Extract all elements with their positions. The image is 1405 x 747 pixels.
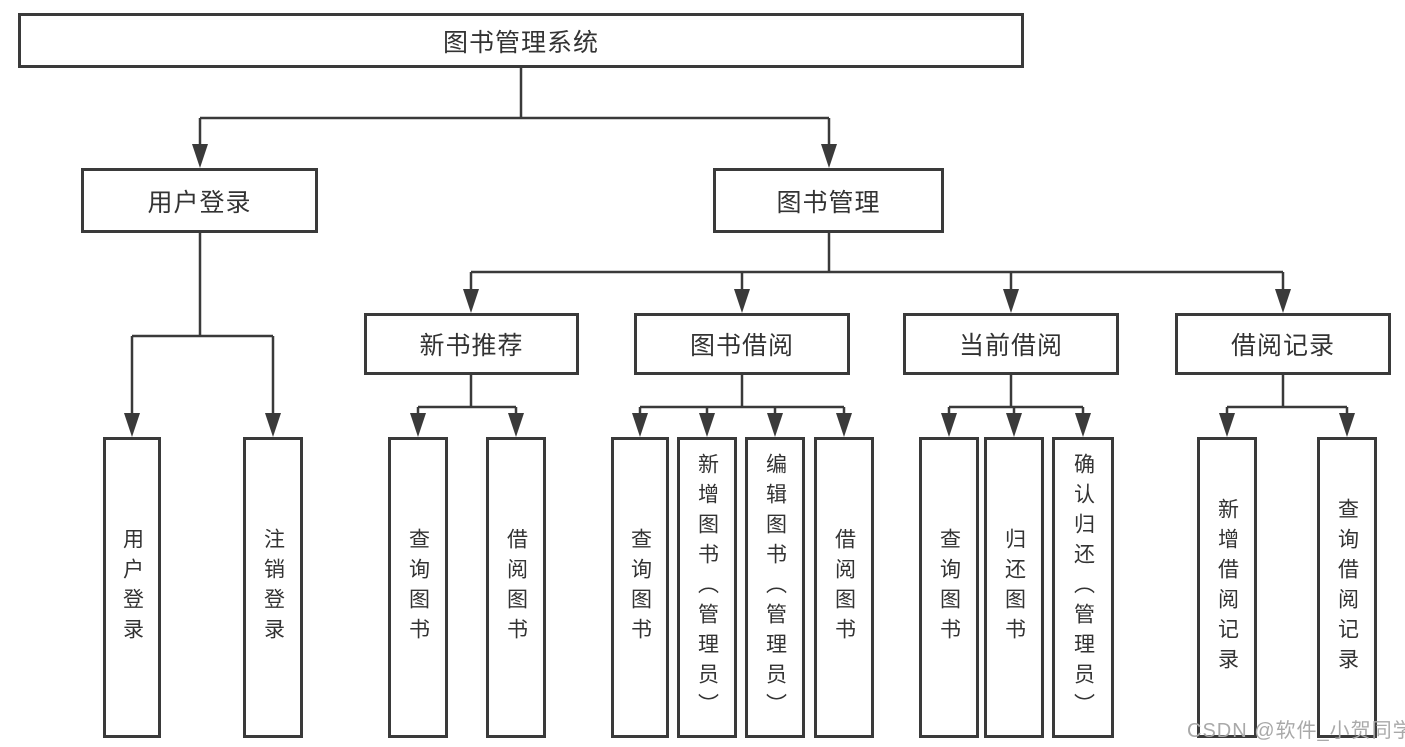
leaf-add-book-admin: 新增图书（管理员） xyxy=(677,437,737,738)
leaf-return-books-label: 归还图书 xyxy=(1002,527,1026,648)
node-root-label: 图书管理系统 xyxy=(442,28,599,57)
node-user-login: 用户登录 xyxy=(81,168,318,233)
leaf-user-login: 用户登录 xyxy=(103,437,161,738)
csdn-watermark: CSDN @软件_小贺同学 xyxy=(1187,720,1405,742)
node-borrowing-records: 借阅记录 xyxy=(1175,313,1391,375)
leaf-query-books-borrowing: 查询图书 xyxy=(611,437,669,738)
leaf-query-books-recommend: 查询图书 xyxy=(388,437,448,738)
node-new-book-recommend: 新书推荐 xyxy=(364,313,579,375)
leaf-borrow-books-recommend-label: 借阅图书 xyxy=(504,527,528,648)
leaf-logout: 注销登录 xyxy=(243,437,303,738)
leaf-add-book-admin-label: 新增图书（管理员） xyxy=(695,452,719,723)
leaf-edit-book-admin-label: 编辑图书（管理员） xyxy=(763,452,787,723)
node-new-book-recommend-label: 新书推荐 xyxy=(419,332,524,360)
leaf-query-books-borrowing-label: 查询图书 xyxy=(628,527,652,648)
leaf-query-books-recommend-label: 查询图书 xyxy=(406,527,430,648)
leaf-add-borrow-record-label: 新增借阅记录 xyxy=(1215,497,1239,678)
leaf-borrow-books: 借阅图书 xyxy=(814,437,874,738)
node-book-management-label: 图书管理 xyxy=(776,188,881,217)
leaf-add-borrow-record: 新增借阅记录 xyxy=(1197,437,1257,738)
leaf-borrow-books-recommend: 借阅图书 xyxy=(486,437,546,738)
node-book-management: 图书管理 xyxy=(713,168,944,233)
leaf-query-books-current-label: 查询图书 xyxy=(937,527,961,648)
leaf-borrow-books-label: 借阅图书 xyxy=(832,527,856,648)
leaf-query-books-current: 查询图书 xyxy=(919,437,979,738)
leaf-edit-book-admin: 编辑图书（管理员） xyxy=(745,437,805,738)
leaf-return-books: 归还图书 xyxy=(984,437,1044,738)
leaf-confirm-return-admin: 确认归还（管理员） xyxy=(1052,437,1114,738)
node-current-borrowing-label: 当前借阅 xyxy=(958,332,1063,360)
leaf-confirm-return-admin-label: 确认归还（管理员） xyxy=(1071,452,1095,723)
node-current-borrowing: 当前借阅 xyxy=(903,313,1119,375)
leaf-query-borrow-record: 查询借阅记录 xyxy=(1317,437,1377,738)
node-book-borrowing: 图书借阅 xyxy=(634,313,850,375)
node-book-borrowing-label: 图书借阅 xyxy=(689,332,794,360)
node-root: 图书管理系统 xyxy=(18,13,1024,68)
leaf-user-login-label: 用户登录 xyxy=(120,527,144,648)
leaf-query-borrow-record-label: 查询借阅记录 xyxy=(1335,497,1359,678)
leaf-logout-label: 注销登录 xyxy=(261,527,285,648)
node-user-login-label: 用户登录 xyxy=(147,188,252,217)
node-borrowing-records-label: 借阅记录 xyxy=(1230,332,1335,360)
